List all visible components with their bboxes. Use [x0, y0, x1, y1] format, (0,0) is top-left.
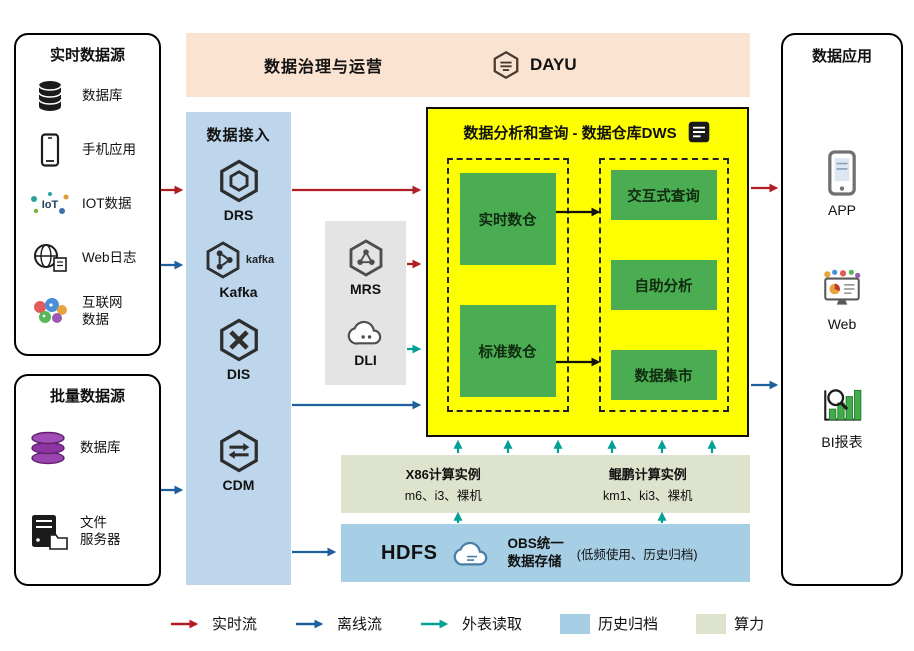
realtime-sources-title: 实时数据源: [49, 47, 125, 64]
dws-panel: 数据分析和查询 - 数据仓库DWS 实时数仓 标准数仓 交互式查询: [426, 107, 749, 437]
web-log-icon: [34, 244, 67, 272]
dis-label: DIS: [226, 366, 251, 382]
dws-document-icon: [688, 121, 709, 143]
source-database-label: 数据库: [82, 87, 123, 103]
legend: 实时流 离线流 外表读取 历史归档 算力: [170, 613, 764, 634]
batch-file-server-label: 文件 服务器: [80, 515, 121, 547]
self-service-analysis-box: 自助分析: [610, 260, 717, 310]
x86-compute: X86计算实例 m6、i3、裸机: [404, 467, 482, 503]
dli-icon: [347, 320, 381, 345]
service-mrs: MRS: [346, 238, 386, 297]
batch-database-label: 数据库: [80, 439, 121, 455]
mrs-icon: [349, 239, 382, 277]
dayu-label: DAYU: [530, 55, 577, 74]
source-web-log-label: Web日志: [82, 249, 137, 265]
dayu-brand: DAYU: [491, 49, 577, 81]
phone-icon: [40, 133, 60, 167]
applications-panel: 数据应用 APP: [781, 33, 903, 586]
iot-icon: IoT: [31, 192, 69, 214]
source-internet-data-label: 互联网 数据: [82, 295, 123, 327]
kunpeng-compute: 鲲鹏计算实例 km1、ki3、裸机: [602, 467, 693, 503]
bi-label: BI报表: [821, 434, 863, 450]
drs-label: DRS: [223, 207, 254, 223]
hdfs-label: HDFS: [381, 541, 438, 564]
bi-report-icon: [824, 389, 862, 421]
standard-warehouse-box: 标准数仓: [459, 305, 556, 397]
dis-icon: [219, 318, 258, 362]
cdm-label: CDM: [222, 477, 255, 493]
batch-database: 数据库: [16, 406, 159, 490]
source-iot-label: IOT数据: [82, 195, 132, 211]
file-server-icon: [32, 515, 68, 550]
legend-compute-swatch: [696, 613, 727, 634]
legend-external-arrow-icon: [421, 619, 449, 628]
dli-label: DLI: [354, 351, 377, 368]
dws-title: 数据分析和查询 - 数据仓库DWS: [463, 124, 677, 142]
database-purple-icon: [31, 431, 65, 465]
app-phone-icon: [828, 150, 856, 196]
kafka-label: Kafka: [219, 284, 258, 300]
compute-panel: X86计算实例 m6、i3、裸机 鲲鹏计算实例 km1、ki3、裸机: [341, 455, 750, 513]
realtime-sources-panel: 实时数据源 数据库 手机应: [14, 33, 161, 356]
legend-offline: 离线流: [295, 613, 382, 634]
mrs-label: MRS: [349, 281, 382, 298]
app-item-web: Web: [819, 268, 865, 332]
service-cdm: CDM: [216, 428, 262, 493]
source-internet-data: 互联网 数据: [16, 285, 159, 339]
obs-note: (低频使用、历史归档): [576, 547, 698, 562]
service-drs: DRS: [216, 158, 262, 223]
cdm-icon: [219, 429, 258, 473]
legend-archive-swatch: [560, 613, 591, 634]
source-mobile-app: 手机应用: [16, 123, 159, 177]
source-iot: IoT IOT数据: [16, 177, 159, 231]
batch-sources-title: 批量数据源: [49, 388, 125, 405]
ingestion-title: 数据接入: [206, 127, 271, 144]
source-web-log: Web日志: [16, 231, 159, 285]
batch-sources-panel: 批量数据源 数据库 文件: [14, 374, 161, 586]
svg-text:IoT: IoT: [42, 199, 59, 211]
applications-title: 数据应用: [811, 48, 872, 65]
dayu-icon: [493, 50, 519, 80]
legend-realtime: 实时流: [170, 613, 257, 634]
legend-external: 外表读取: [420, 613, 522, 634]
ingestion-panel: 数据接入 DRS kafka Kafka: [186, 112, 291, 585]
web-monitor-icon: [824, 269, 861, 305]
database-icon: [38, 81, 62, 111]
web-label: Web: [827, 316, 857, 332]
governance-title: 数据治理与运营: [264, 59, 384, 76]
app-item-app: APP: [825, 150, 859, 218]
legend-offline-arrow-icon: [296, 619, 324, 628]
internet-data-icon: [34, 298, 67, 323]
obs-cloud-icon: [454, 541, 488, 566]
legend-realtime-arrow-icon: [171, 619, 199, 628]
batch-file-server: 文件 服务器: [16, 490, 159, 574]
service-dli: DLI: [345, 315, 387, 368]
warehouse-group: 实时数仓 标准数仓: [446, 158, 569, 412]
realtime-warehouse-box: 实时数仓: [459, 173, 556, 265]
interactive-query-box: 交互式查询: [610, 170, 717, 220]
drs-icon: [219, 159, 258, 203]
service-kafka: kafka Kafka: [203, 239, 274, 300]
service-dis: DIS: [216, 317, 262, 382]
kafka-wordmark: kafka: [245, 254, 275, 266]
kafka-icon: [206, 241, 240, 279]
source-mobile-app-label: 手机应用: [82, 141, 136, 157]
obs-label: OBS统一 数据存储: [507, 536, 564, 569]
data-mart-box: 数据集市: [610, 350, 717, 400]
source-database: 数据库: [16, 69, 159, 123]
legend-compute: 算力: [696, 613, 764, 634]
governance-bar: 数据治理与运营 DAYU: [186, 33, 750, 97]
legend-archive: 历史归档: [560, 613, 658, 634]
processing-panel: MRS DLI: [325, 221, 406, 385]
analysis-group: 交互式查询 自助分析 数据集市: [598, 158, 729, 412]
app-item-bi: BI报表: [819, 384, 865, 452]
storage-panel: HDFS OBS统一 数据存储 (低频使用、历史归档): [341, 524, 750, 582]
app-label: APP: [827, 202, 856, 218]
